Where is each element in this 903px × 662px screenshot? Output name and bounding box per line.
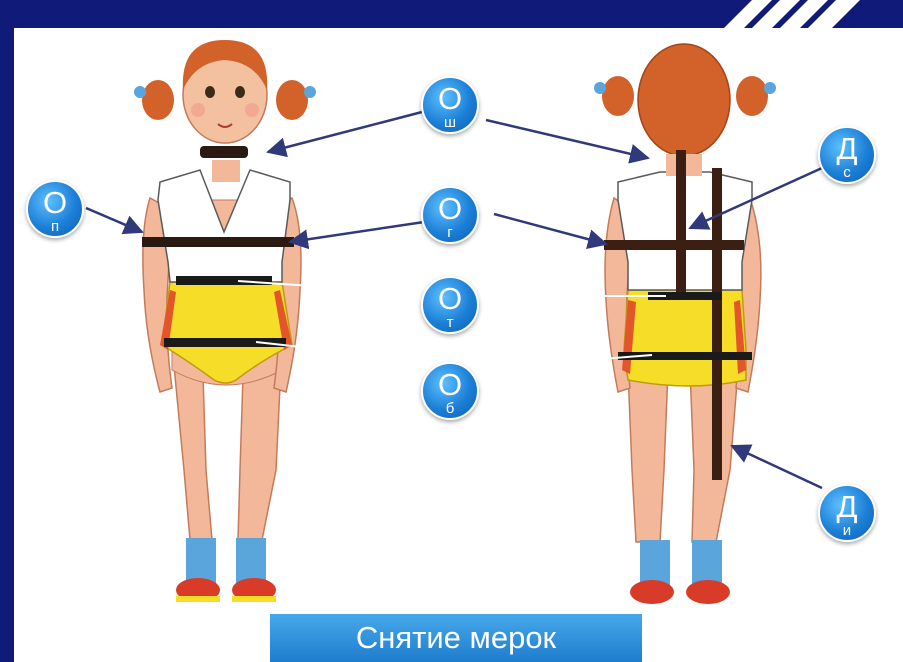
- back-legs: [628, 370, 668, 542]
- shoulder-girth-badge: О п: [26, 180, 84, 238]
- back-length-badge: Д с: [818, 126, 876, 184]
- hip-girth-badge: О б: [421, 362, 479, 420]
- front-choker: [200, 146, 248, 158]
- back-pants: [624, 290, 746, 386]
- neck-girth-badge: О ш: [421, 76, 479, 134]
- chest-girth-badge: О г: [421, 186, 479, 244]
- back-shoes: [630, 580, 674, 604]
- waist-girth-badge: О т: [421, 276, 479, 334]
- back-head: [638, 44, 730, 156]
- product-length-badge: Д и: [818, 484, 876, 542]
- slide-title: Снятие мерок: [270, 614, 642, 662]
